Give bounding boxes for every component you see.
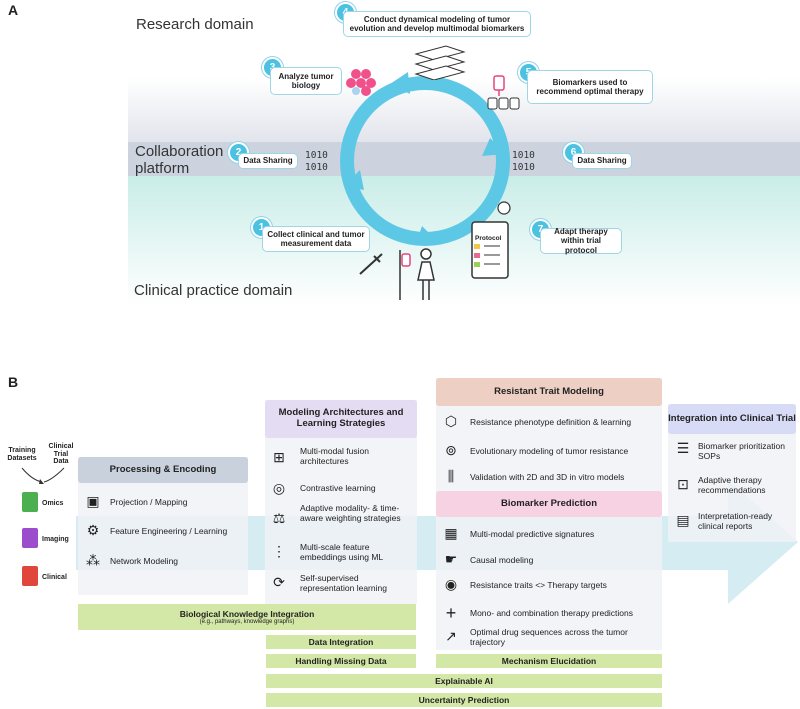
- processing-item: Feature Engineering / Learning: [110, 526, 228, 536]
- modeling-header: Modeling Architectures and Learning Stra…: [265, 400, 417, 438]
- resistant-header: Resistant Trait Modeling: [436, 378, 662, 406]
- omics-label: Omics: [42, 500, 64, 507]
- bio-knowledge-bar: Biological Knowledge Integration (e.g., …: [78, 604, 416, 630]
- evolution-icon: ⊚: [445, 442, 457, 458]
- patient-iv-icon: [399, 248, 435, 300]
- integration-item: Adaptive therapy recommendations: [698, 475, 766, 495]
- omics-file-icon: [22, 492, 38, 512]
- balance-scale-icon: ⚖: [272, 510, 286, 526]
- research-domain-title: Research domain: [136, 16, 254, 33]
- processing-item: Projection / Mapping: [110, 497, 188, 507]
- step-1-callout: Collect clinical and tumor measurement d…: [262, 226, 370, 252]
- biomarker-item: Optimal drug sequences across the tumor …: [470, 627, 628, 647]
- explainable-ai-bar: Explainable AI: [266, 674, 662, 688]
- mechanism-bar: Mechanism Elucidation: [436, 654, 662, 668]
- biomarker-item: Causal modeling: [470, 555, 534, 565]
- overlap-circles-icon: ◎: [272, 480, 286, 496]
- integration-item: Interpretation-ready clinical reports: [698, 511, 773, 531]
- bio-knowledge-title: Biological Knowledge Integration: [179, 609, 315, 619]
- cycle-arrow-left: [344, 170, 364, 190]
- modeling-item: Contrastive learning: [300, 483, 376, 493]
- collaboration-title-line2: platform: [135, 160, 190, 177]
- binary-data-right: 1010 1010: [512, 150, 535, 173]
- step-7-callout: Adapt therapy within trial protocol: [540, 227, 622, 255]
- modeling-item: Self-supervised representation learning: [300, 573, 387, 593]
- report-document-icon: ▤: [676, 512, 690, 528]
- uncertainty-bar: Uncertainty Prediction: [266, 693, 662, 707]
- step-5-callout: Biomarkers used to recommend optimal the…: [527, 70, 653, 104]
- binary-data-left: 1010 1010: [305, 150, 328, 173]
- resistant-item: Validation with 2D and 3D in vitro model…: [470, 472, 625, 482]
- self-supervised-icon: ⟳: [273, 574, 285, 590]
- clinical-label: Clinical: [42, 574, 67, 581]
- modeling-item: Adaptive modality- & time-aware weightin…: [300, 503, 401, 523]
- collaboration-platform-title: Collaboration platform: [135, 143, 223, 177]
- resistant-item: Evolutionary modeling of tumor resistanc…: [470, 446, 629, 456]
- layered-planes-icon: [414, 45, 466, 80]
- step-6-callout: Data Sharing: [572, 153, 632, 169]
- feature-engineering-icon: ⚙: [86, 522, 100, 538]
- imaging-label: Imaging: [42, 536, 69, 543]
- cycle-arrow-right: [482, 138, 506, 156]
- projection-icon: ▣: [86, 493, 100, 509]
- iv-drug-vials-icon: [487, 75, 520, 110]
- modeling-item: Multi-modal fusion architectures: [300, 446, 369, 466]
- merge-arrows-icon: [21, 467, 65, 484]
- dna-hexagon-icon: ⬡: [444, 413, 458, 429]
- integration-item: Biomarker prioritization SOPs: [698, 441, 785, 461]
- integration-header: Integration into Clinical Trial: [668, 404, 796, 434]
- panel-a-letter: A: [8, 2, 19, 18]
- trend-arrow-icon: ↗: [445, 628, 457, 644]
- checklist-icon: ☰: [676, 440, 690, 456]
- processing-item: Network Modeling: [110, 556, 179, 566]
- protocol-label: Protocol: [475, 235, 502, 242]
- clinical-file-icon: [22, 566, 38, 586]
- biomarker-item: Multi-modal predictive signatures: [470, 529, 595, 539]
- collaboration-title-line1: Collaboration: [135, 143, 224, 160]
- network-icon: ⁂: [86, 552, 100, 568]
- tumor-cells-icon: [346, 69, 376, 96]
- step-2-callout: Data Sharing: [238, 153, 298, 169]
- plus-icon: +: [445, 603, 457, 623]
- modeling-item: Multi-scale feature embeddings using ML: [300, 542, 384, 562]
- syringe-icon: [359, 253, 383, 275]
- biomarker-item: Resistance traits <> Therapy targets: [470, 580, 607, 590]
- imaging-file-icon: [22, 528, 38, 548]
- biomarker-item: Mono- and combination therapy prediction…: [470, 608, 634, 618]
- protocol-clipboard-icon: [471, 201, 511, 279]
- data-integration-bar: Data Integration: [266, 635, 416, 649]
- omics-file: [22, 492, 38, 512]
- training-datasets-label: Training Datasets: [7, 447, 37, 462]
- clinical-file: [22, 566, 38, 586]
- step-4-callout: Conduct dynamical modeling of tumor evol…: [343, 11, 531, 37]
- causal-hand-icon: ☛: [444, 551, 458, 567]
- clinical-trial-data-label: Clinical Trial Data: [48, 443, 74, 466]
- bio-knowledge-subtitle: (e.g., pathways, knowledge graphs): [199, 619, 295, 625]
- hierarchy-icon: ⋮: [272, 543, 286, 559]
- iv-bag-icon: ⊡: [677, 476, 689, 492]
- fusion-grid-icon: ⊞: [273, 449, 285, 465]
- biomarker-header: Biomarker Prediction: [436, 491, 662, 517]
- resistant-item: Resistance phenotype definition & learni…: [470, 417, 632, 427]
- clinical-band: [128, 176, 800, 306]
- missing-data-bar: Handling Missing Data: [266, 654, 416, 668]
- panel-b-letter: B: [8, 374, 19, 390]
- clinical-domain-title: Clinical practice domain: [134, 282, 293, 299]
- imaging-file: [22, 528, 38, 548]
- cycle-diagram: [340, 72, 510, 246]
- target-icon: ◉: [444, 576, 458, 592]
- test-tubes-icon: ⫼: [447, 468, 455, 484]
- step-3-callout: Analyze tumor biology: [270, 67, 342, 95]
- cycle-arrow-bottom: [416, 226, 438, 244]
- cycle-arrow-top: [390, 72, 410, 94]
- qr-signature-icon: ▦: [444, 525, 458, 541]
- processing-header: Processing & Encoding: [78, 457, 248, 483]
